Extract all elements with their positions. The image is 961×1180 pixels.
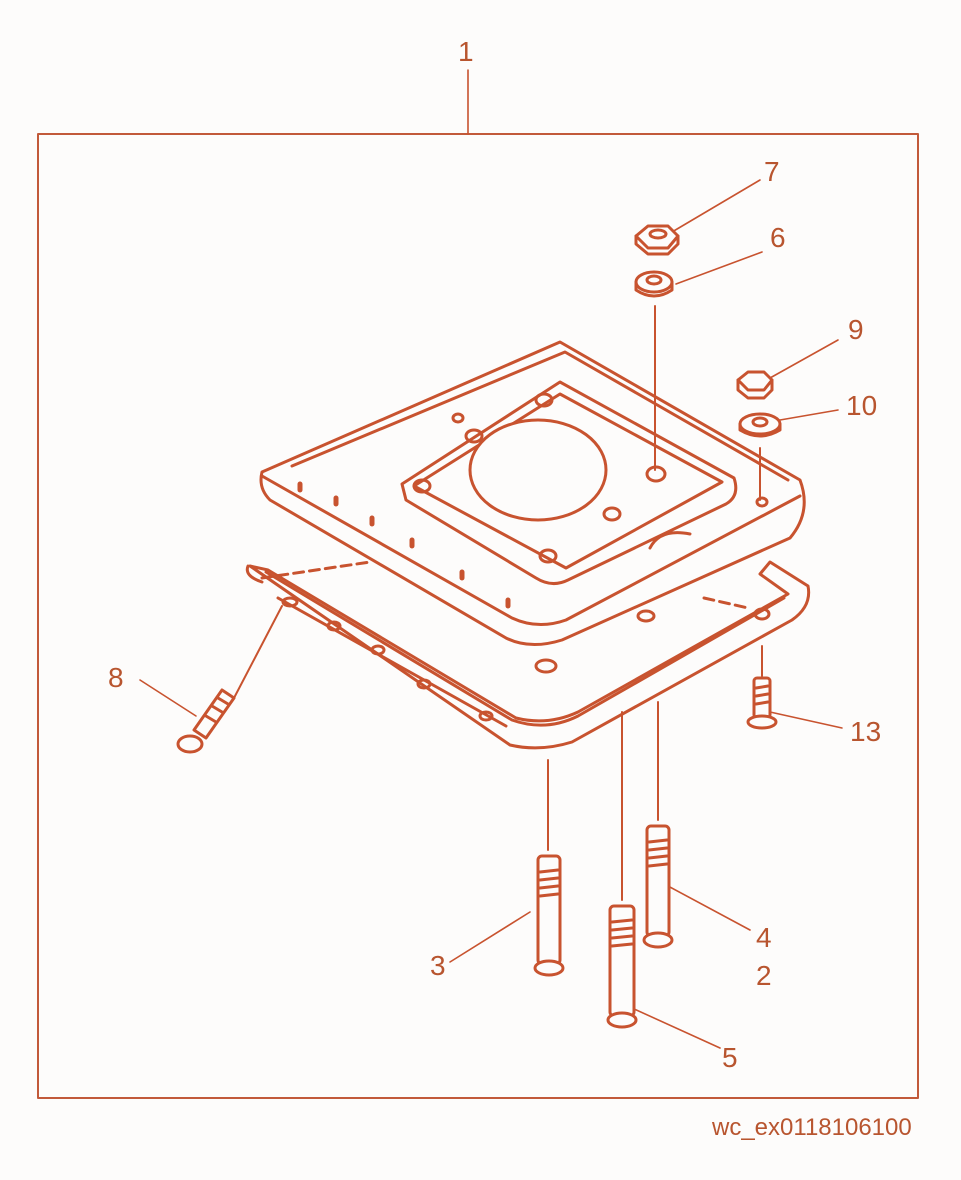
upper-plate [259,340,806,646]
leader-lines [139,69,843,1049]
assembly-frame [37,133,919,1099]
guide-lines [547,305,763,901]
callout-9: 9 [848,314,864,345]
lower-plate [245,560,811,750]
callout-4: 4 [756,922,772,953]
callout-2: 2 [756,960,772,991]
callout-7: 7 [764,156,780,187]
screw-3 [533,854,565,977]
nut-9 [736,370,774,400]
nut-7 [634,224,680,256]
callout-3: 3 [430,950,446,981]
callout-10: 10 [846,390,878,421]
callout-6: 6 [770,222,786,253]
screw-13 [746,676,778,730]
callout-8: 8 [108,662,124,693]
washer-10 [738,412,782,438]
screw-5 [606,904,638,1029]
screw-4 [642,824,674,949]
callout-1: 1 [458,36,474,67]
callout-5: 5 [722,1042,738,1073]
callout-13: 13 [850,716,882,747]
diagram-code: wc_ex0118106100 [712,1114,912,1141]
washer-6 [634,270,674,298]
screw-8 [176,605,283,754]
